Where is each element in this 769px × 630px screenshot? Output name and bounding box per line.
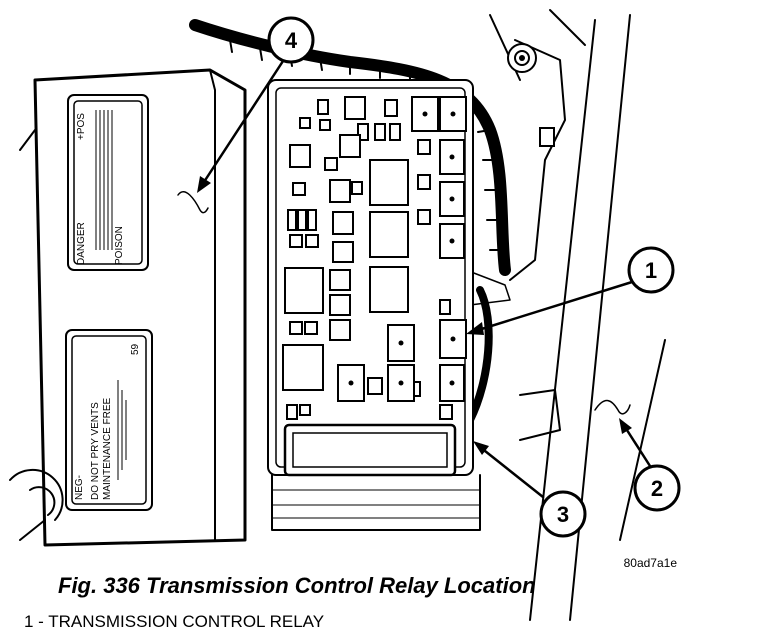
label-pos-text: +POS (76, 113, 87, 140)
callout-3: 3 (539, 490, 587, 538)
callout-1: 1 (627, 246, 675, 294)
callout-2: 2 (633, 464, 681, 512)
label-danger-text: DANGER (76, 222, 87, 265)
callout-2-number: 2 (651, 476, 663, 501)
callout-1-number: 1 (645, 258, 657, 283)
label-pry-text: DO NOT PRY VENTS (90, 402, 101, 500)
label-poison-text: POISON (114, 226, 125, 265)
battery: DANGER +POS POISON NEG- DO NOT PRY VENTS… (9, 68, 247, 547)
callout-4-number: 4 (285, 28, 298, 53)
label-neg-text: NEG- (74, 475, 85, 500)
image-code: 80ad7a1e (624, 556, 678, 570)
label-maint-text: MAINTENANCE FREE (102, 397, 113, 500)
callout-4: 4 (267, 16, 315, 64)
mini-fuses (286, 96, 453, 420)
leader-line-4 (200, 56, 287, 187)
battery-info-label (65, 329, 153, 511)
figure-caption: Fig. 336 Transmission Control Relay Loca… (58, 573, 536, 598)
leader-line-2 (623, 425, 652, 468)
micro-relays (337, 96, 467, 402)
pdc-connector (283, 423, 457, 477)
large-relays (282, 159, 409, 391)
label-59-text: 59 (130, 343, 141, 355)
power-distribution-center (267, 79, 481, 531)
leader-line-3 (478, 445, 545, 499)
clip-icon (539, 127, 555, 147)
callout-3-number: 3 (557, 502, 569, 527)
legend-item-1: 1 - TRANSMISSION CONTROL RELAY (24, 612, 325, 630)
leader-line-1 (470, 280, 634, 334)
leader-lines (197, 56, 652, 499)
